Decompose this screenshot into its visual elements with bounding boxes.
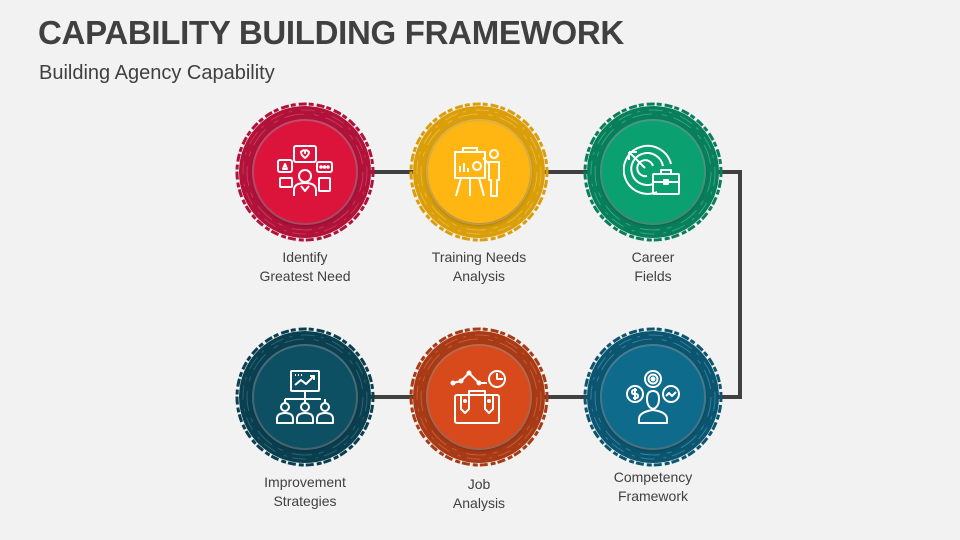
page-title: CAPABILITY BUILDING FRAMEWORK [38,14,624,51]
connector-3-4 [713,170,742,399]
target-briefcase-icon [623,144,680,195]
person-competency-icon [626,370,680,424]
page-subtitle: Building Agency Capability [39,62,275,84]
communication-needs-icon [277,145,333,196]
presentation-trainer-icon [454,147,500,197]
team-growth-chart-icon [276,370,334,424]
briefcase-analytics-icon [450,370,506,424]
